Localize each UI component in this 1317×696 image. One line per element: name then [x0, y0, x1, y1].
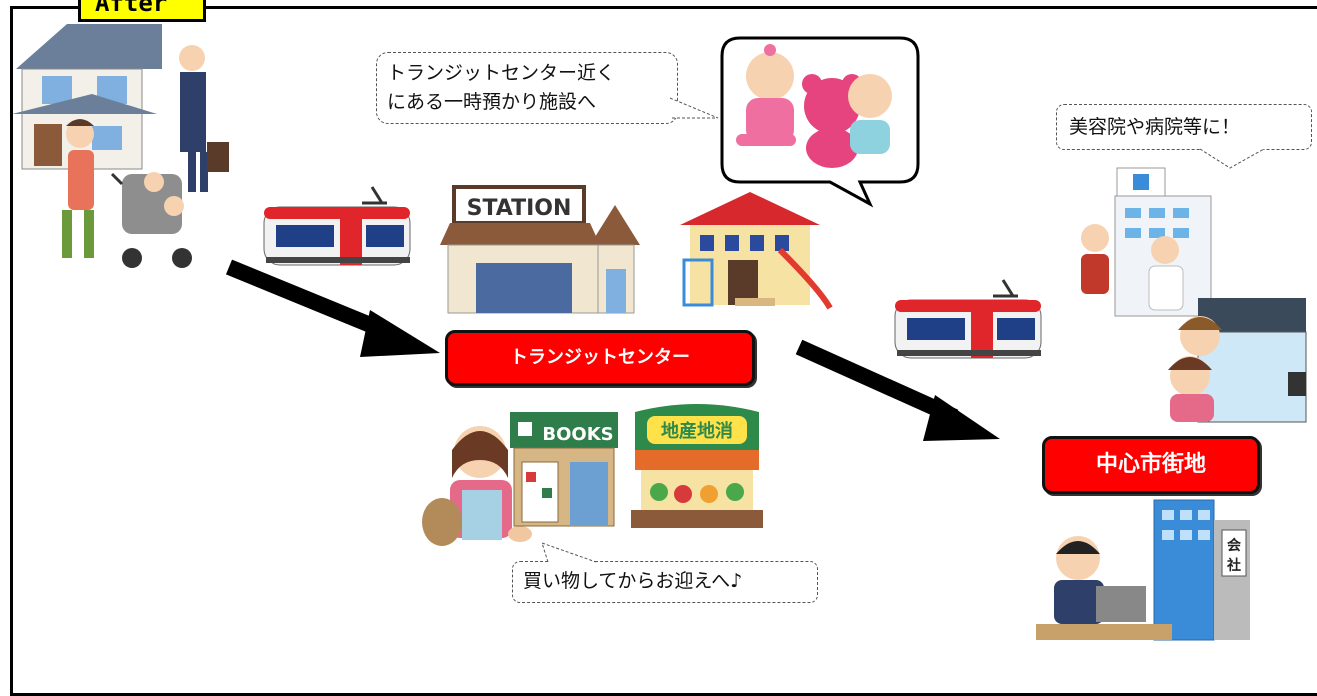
shopping-bubble-text: 買い物してからお迎えへ♪ [523, 570, 743, 592]
bookstore-sign: BOOKS [542, 424, 613, 445]
arrow-to-transit-center [225, 259, 440, 357]
company-sign-char2: 社 [1226, 557, 1241, 574]
nursery-school-illustration [680, 192, 833, 310]
childcare-bubble-tail [669, 97, 719, 119]
family-house-illustration [12, 24, 229, 268]
after-tag: After [78, 0, 206, 22]
market-sign: 地産地消 [661, 420, 733, 442]
childcare-bubble-line2: にある一時預かり施設へ [387, 91, 597, 113]
company-sign-char1: 会 [1227, 537, 1242, 554]
tram-illustration [894, 279, 1042, 359]
childcare-bubble: トランジットセンター近く にある一時預かり施設へ [376, 52, 678, 124]
childcare-bubble-image [720, 36, 920, 208]
transit-center-label: トランジットセンター [445, 330, 755, 386]
hospital-illustration [1081, 167, 1212, 317]
arrow-to-downtown [795, 339, 1000, 441]
tram-illustration [263, 186, 411, 266]
clinic-bubble-text: 美容院や病院等に！ [1069, 116, 1241, 138]
shopping-bubble: 買い物してからお迎えへ♪ [512, 561, 818, 603]
clinic-bubble-tail [1199, 148, 1265, 169]
local-produce-market-illustration: 地産地消 [631, 404, 763, 528]
station-illustration: STATION [440, 185, 640, 314]
childcare-bubble-line1: トランジットセンター近く [387, 62, 616, 84]
downtown-label: 中心市街地 [1042, 436, 1260, 494]
hair-salon-illustration [1168, 298, 1307, 423]
clinic-bubble: 美容院や病院等に！ [1056, 104, 1312, 150]
office-building-illustration: 会 社 [1036, 499, 1250, 641]
station-sign: STATION [467, 196, 572, 221]
bookstore-illustration: BOOKS [510, 412, 618, 527]
shopping-bubble-tail [541, 542, 597, 563]
shopping-woman-illustration [422, 426, 532, 546]
